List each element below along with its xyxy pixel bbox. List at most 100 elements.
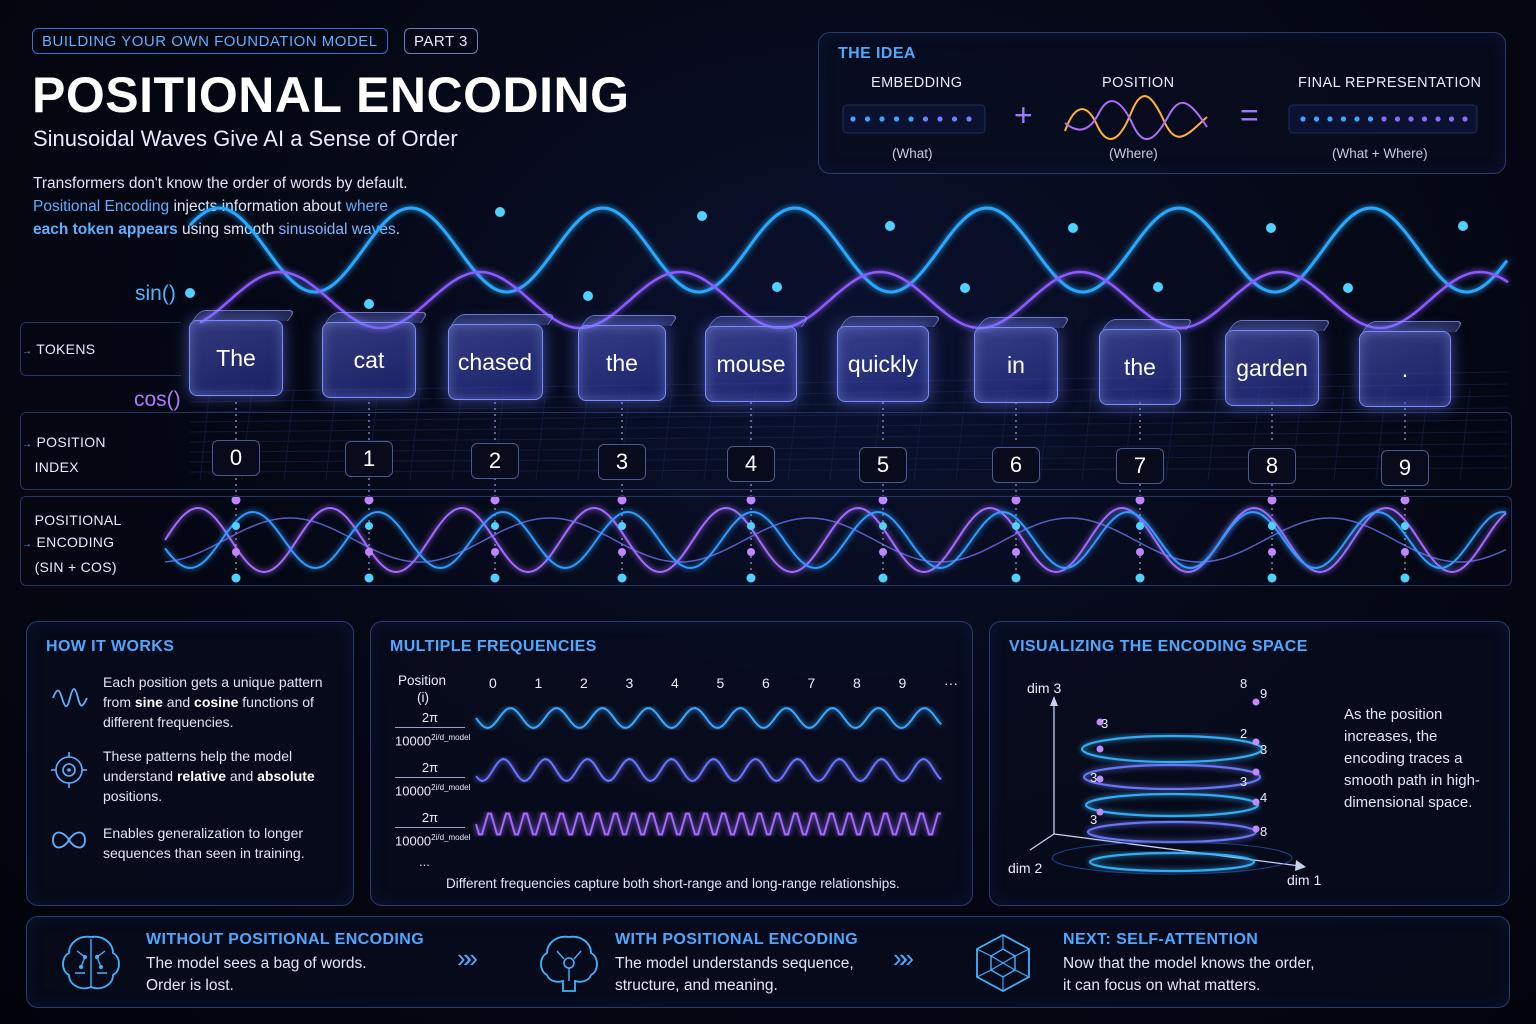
without-text-2: Order is lost. bbox=[146, 977, 234, 994]
pe-dot bbox=[1012, 548, 1020, 556]
pe-dot bbox=[1136, 522, 1144, 530]
pe-dot bbox=[1400, 495, 1410, 505]
pe-columns bbox=[231, 495, 1410, 583]
token-label: the bbox=[606, 349, 638, 376]
spiral-plot bbox=[1029, 696, 1306, 875]
idea-graphics bbox=[842, 95, 1478, 140]
pe-dot bbox=[1012, 522, 1020, 530]
page-subtitle: Sinusoidal Waves Give AI a Sense of Orde… bbox=[33, 126, 458, 151]
tokens-text: TOKENS bbox=[36, 341, 96, 357]
tokens-row-label: → TOKENS bbox=[22, 341, 96, 357]
spiral-point-label: 8 bbox=[1260, 824, 1268, 839]
without-text-1: The model sees a bag of words. bbox=[146, 955, 367, 972]
freq-waves bbox=[475, 706, 942, 836]
cube-network-icon bbox=[976, 933, 1030, 993]
tokens-row-frame bbox=[20, 322, 181, 376]
arrow-icon-1: »» bbox=[457, 943, 479, 974]
sin-peak-dots bbox=[185, 207, 1468, 309]
how1e: functions of different frequencies. bbox=[103, 694, 314, 730]
how1d: cosine bbox=[194, 694, 239, 710]
sin-dot bbox=[697, 211, 707, 221]
position-wave-purple bbox=[1064, 100, 1208, 140]
pe-dot bbox=[491, 548, 499, 556]
freq-number: 6 bbox=[762, 675, 770, 691]
pe-dot bbox=[1267, 495, 1277, 505]
pe-dot bbox=[491, 522, 499, 530]
position-text-2: INDEX bbox=[34, 459, 79, 475]
embedding-label: EMBEDDING bbox=[871, 75, 963, 91]
how1b: sine bbox=[134, 694, 163, 710]
pe-wave-indigo bbox=[164, 517, 1507, 563]
pe-text-2: ENCODING bbox=[36, 534, 115, 550]
token-box: The bbox=[189, 320, 283, 396]
pe-dot bbox=[490, 495, 500, 505]
spiral-point bbox=[1252, 768, 1260, 776]
target-icon bbox=[51, 752, 87, 788]
freq-number: 8 bbox=[853, 675, 861, 691]
spiral-point bbox=[1252, 798, 1260, 806]
embedding-sub: (What) bbox=[892, 146, 933, 161]
sin-dot bbox=[960, 283, 970, 293]
position-index: 2 bbox=[471, 443, 519, 479]
pe-wave-purple bbox=[164, 506, 1507, 574]
fraction-exponent: 2i/d_model bbox=[431, 783, 471, 792]
spiral-point-label: 4 bbox=[1260, 790, 1268, 805]
pe-dot bbox=[231, 495, 241, 505]
freq-title: MULTIPLE FREQUENCIES bbox=[390, 638, 597, 655]
position-index: 3 bbox=[598, 444, 646, 480]
pe-dot bbox=[878, 495, 888, 505]
freq-number: 4 bbox=[671, 675, 679, 691]
spiral-ring bbox=[1088, 851, 1256, 873]
fraction-exponent: 2i/d_model bbox=[431, 833, 471, 842]
spiral-point-label: 3 bbox=[1090, 770, 1098, 785]
embedding-dot bbox=[893, 116, 900, 122]
arrow-glyph-1b: » bbox=[463, 943, 478, 973]
dim2-label: dim 2 bbox=[1008, 860, 1043, 876]
intro-line1: Transformers don't know the order of wor… bbox=[33, 175, 408, 192]
intro-where: where bbox=[345, 198, 388, 215]
freq-number: ··· bbox=[944, 675, 958, 691]
sin-dot bbox=[185, 288, 195, 298]
pe-dot bbox=[879, 548, 887, 556]
embedding-dot bbox=[922, 116, 929, 122]
fraction-bar bbox=[395, 827, 465, 828]
position-index: 6 bbox=[992, 447, 1040, 483]
position-index: 8 bbox=[1248, 448, 1296, 484]
pe-text-1: POSITIONAL bbox=[34, 512, 122, 528]
freq-number: 7 bbox=[807, 675, 816, 691]
spiral-point bbox=[1096, 808, 1104, 816]
intro-token: each token appears bbox=[33, 221, 178, 238]
final-dot bbox=[1448, 116, 1455, 122]
token-label: cat bbox=[353, 346, 385, 373]
embedding-dot bbox=[951, 116, 958, 122]
fraction-denominator: 100002i/d_model bbox=[395, 783, 471, 799]
pe-dot bbox=[1011, 495, 1021, 505]
arrow-glyph-2b: » bbox=[899, 943, 914, 973]
sin-dot bbox=[1153, 282, 1163, 292]
idea-title: THE IDEA bbox=[838, 45, 916, 62]
final-dot bbox=[1327, 116, 1333, 122]
final-dot bbox=[1435, 116, 1441, 122]
pe-dot bbox=[1267, 573, 1277, 583]
idea-panel: THE IDEA EMBEDDING POSITION FINAL REPRES… bbox=[818, 32, 1506, 174]
part-tag: PART 3 bbox=[404, 28, 478, 54]
token-box: in bbox=[974, 327, 1058, 403]
embedding-dot bbox=[864, 116, 871, 122]
final-dot bbox=[1340, 116, 1347, 122]
spiral-point-label: 3 bbox=[1240, 774, 1248, 789]
pe-wave-blue bbox=[164, 510, 1507, 570]
sin-dot bbox=[1458, 221, 1468, 231]
position-row-label: → POSITION INDEX bbox=[22, 434, 106, 475]
intro-period: . bbox=[395, 221, 401, 238]
pe-dot bbox=[232, 522, 240, 530]
token-box: the bbox=[1099, 329, 1181, 405]
with-text-2: structure, and meaning. bbox=[615, 977, 778, 994]
spiral-point-label: 8 bbox=[1240, 676, 1248, 691]
embedding-dot bbox=[850, 116, 856, 122]
spiral-point-label: 3 bbox=[1260, 742, 1268, 757]
freq-caption: Different frequencies capture both short… bbox=[446, 876, 900, 891]
